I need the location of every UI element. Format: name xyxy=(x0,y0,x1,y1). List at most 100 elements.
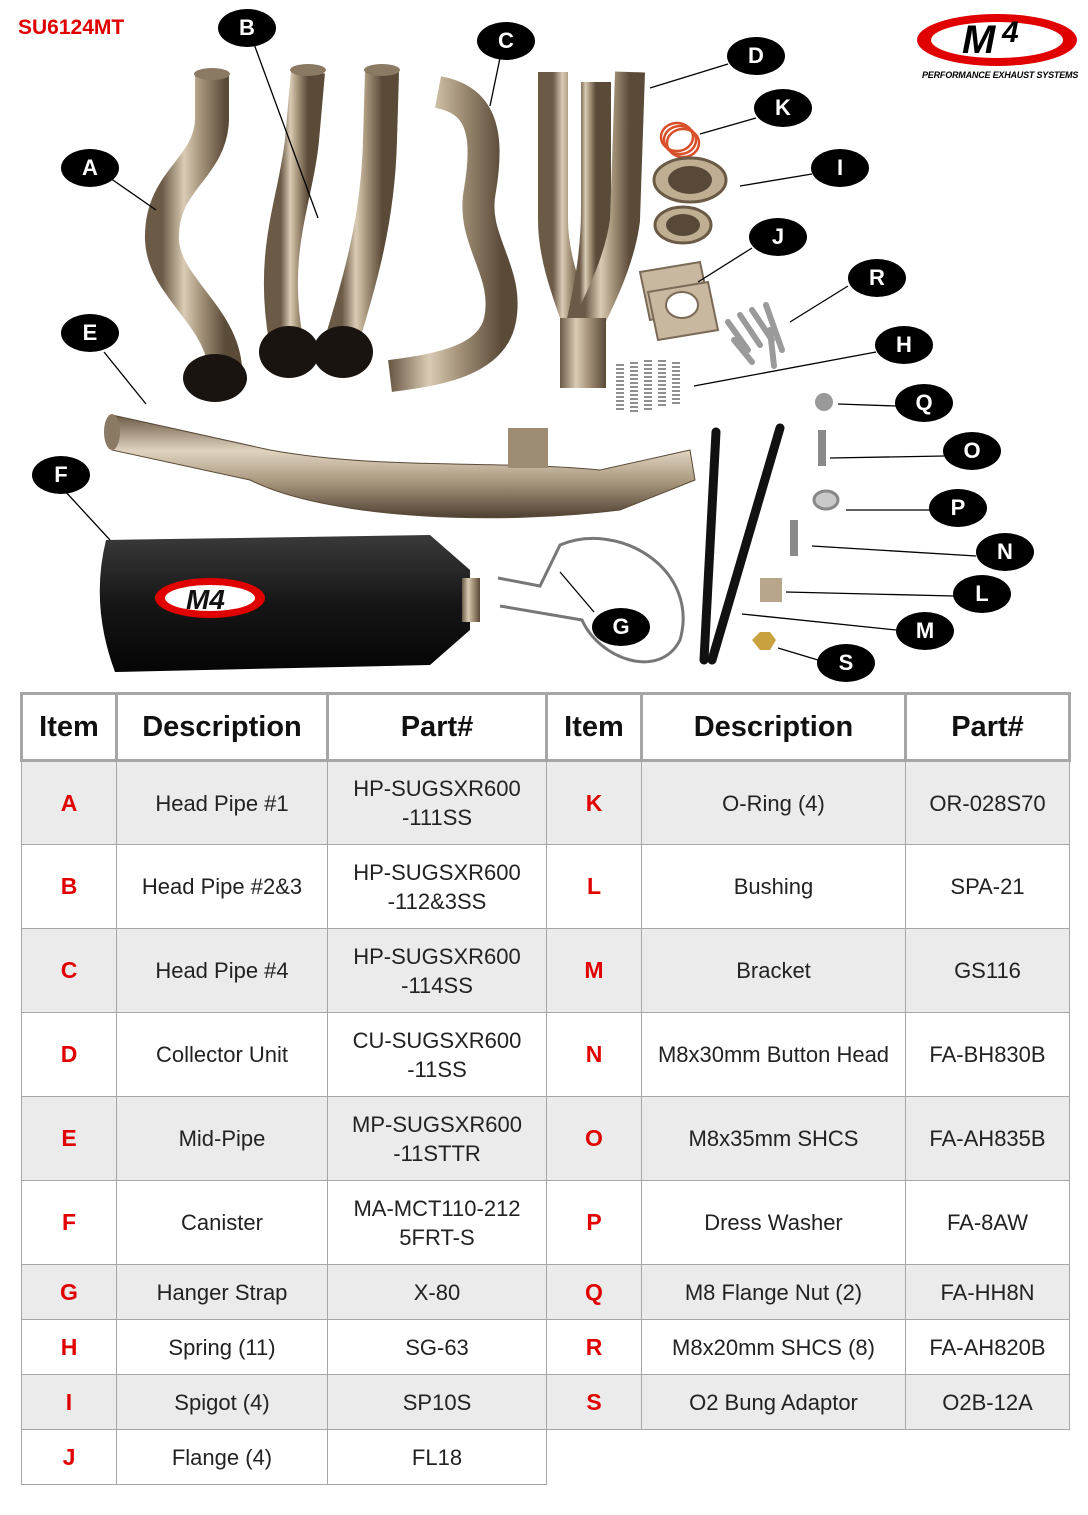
callout-i: I xyxy=(811,149,869,187)
parts-table-left: Item Description Part# A Head Pipe #1 HP… xyxy=(20,692,548,1485)
item-part-number: SP10S xyxy=(327,1374,547,1430)
item-part-number: FA-AH820B xyxy=(905,1319,1070,1375)
head-pipe-4 xyxy=(388,76,518,392)
item-description: Bushing xyxy=(641,844,906,929)
spigots xyxy=(652,156,728,245)
table-row: E Mid-Pipe MP-SUGSXR600 -11STTR xyxy=(21,1096,547,1181)
item-part-number: HP-SUGSXR600 -112&3SS xyxy=(327,844,547,929)
item-description: M8x30mm Button Head xyxy=(641,1012,906,1097)
table-row: F Canister MA-MCT110-212 5FRT-S xyxy=(21,1180,547,1265)
item-letter: E xyxy=(21,1096,117,1181)
item-part-number: HP-SUGSXR600 -111SS xyxy=(327,760,547,845)
item-letter: S xyxy=(546,1374,642,1430)
item-part-number: FA-HH8N xyxy=(905,1264,1070,1320)
item-description: M8x35mm SHCS xyxy=(641,1096,906,1181)
item-description: Dress Washer xyxy=(641,1180,906,1265)
item-part-number: OR-028S70 xyxy=(905,760,1070,845)
head-pipe-2-3 xyxy=(263,70,399,345)
hanger-strap xyxy=(497,536,685,664)
item-part-number: SG-63 xyxy=(327,1319,547,1375)
item-description: Head Pipe #4 xyxy=(116,928,328,1013)
parts-photo: M4 xyxy=(63,43,977,672)
item-letter: R xyxy=(546,1319,642,1375)
document-code: SU6124MT xyxy=(18,16,125,39)
callout-d: D xyxy=(727,37,785,75)
item-letter: O xyxy=(546,1096,642,1181)
table-row: R M8x20mm SHCS (8) FA-AH820B xyxy=(546,1319,1070,1375)
item-part-number: FA-BH830B xyxy=(905,1012,1070,1097)
item-part-number: FA-AH835B xyxy=(905,1096,1070,1181)
callout-j: J xyxy=(749,218,807,256)
item-description: Bracket xyxy=(641,928,906,1013)
table-row: S O2 Bung Adaptor O2B-12A xyxy=(546,1374,1070,1430)
dress-washer xyxy=(812,489,840,511)
table-row: P Dress Washer FA-8AW xyxy=(546,1180,1070,1265)
item-description: Hanger Strap xyxy=(116,1264,328,1320)
item-description: Mid-Pipe xyxy=(116,1096,328,1181)
callout-b: B xyxy=(218,9,276,47)
table-row: C Head Pipe #4 HP-SUGSXR600 -114SS xyxy=(21,928,547,1013)
parts-table-right: Item Description Part# K O-Ring (4) OR-0… xyxy=(545,692,1071,1430)
callout-h: H xyxy=(875,326,933,364)
column-header-item: Item xyxy=(545,692,643,762)
springs xyxy=(616,360,680,412)
item-part-number: MA-MCT110-212 5FRT-S xyxy=(327,1180,547,1265)
item-part-number: FL18 xyxy=(327,1429,547,1485)
button-head-bolts xyxy=(790,520,798,556)
item-part-number: FA-8AW xyxy=(905,1180,1070,1265)
flanges xyxy=(638,260,720,342)
m4-logo: M 4 xyxy=(917,14,1077,66)
item-description: M8 Flange Nut (2) xyxy=(641,1264,906,1320)
callout-c: C xyxy=(477,22,535,60)
item-description: Flange (4) xyxy=(116,1429,328,1485)
table-row: Q M8 Flange Nut (2) FA-HH8N xyxy=(546,1264,1070,1320)
table-row: M Bracket GS116 xyxy=(546,928,1070,1013)
item-letter: K xyxy=(546,760,642,845)
table-row: K O-Ring (4) OR-028S70 xyxy=(546,760,1070,845)
item-letter: D xyxy=(21,1012,117,1097)
item-part-number: X-80 xyxy=(327,1264,547,1320)
column-header-part: Part# xyxy=(904,692,1071,762)
collector-unit xyxy=(538,71,645,337)
callout-p: P xyxy=(929,489,987,527)
item-letter: C xyxy=(21,928,117,1013)
item-description: Head Pipe #2&3 xyxy=(116,844,328,929)
callout-e: E xyxy=(61,314,119,352)
callout-r: R xyxy=(848,259,906,297)
item-letter: P xyxy=(546,1180,642,1265)
item-letter: G xyxy=(21,1264,117,1320)
item-part-number: SPA-21 xyxy=(905,844,1070,929)
column-header-description: Description xyxy=(640,692,907,762)
callout-f: F xyxy=(32,456,90,494)
callout-k: K xyxy=(754,89,812,127)
canister xyxy=(99,535,470,672)
item-description: Collector Unit xyxy=(116,1012,328,1097)
table-row: J Flange (4) FL18 xyxy=(21,1429,547,1485)
table-row: N M8x30mm Button Head FA-BH830B xyxy=(546,1012,1070,1097)
item-description: M8x20mm SHCS (8) xyxy=(641,1319,906,1375)
item-letter: M xyxy=(546,928,642,1013)
bracket xyxy=(699,423,785,665)
item-letter: B xyxy=(21,844,117,929)
item-letter: I xyxy=(21,1374,117,1430)
item-description: Canister xyxy=(116,1180,328,1265)
callout-q: Q xyxy=(895,384,953,422)
column-header-description: Description xyxy=(115,692,329,762)
item-letter: Q xyxy=(546,1264,642,1320)
table-row: G Hanger Strap X-80 xyxy=(21,1264,547,1320)
item-letter: J xyxy=(21,1429,117,1485)
o-rings xyxy=(659,121,701,159)
table-row: B Head Pipe #2&3 HP-SUGSXR600 -112&3SS xyxy=(21,844,547,929)
o2-bung xyxy=(752,632,776,650)
callout-a: A xyxy=(61,149,119,187)
table-row: I Spigot (4) SP10S xyxy=(21,1374,547,1430)
shcs-bolt xyxy=(818,430,826,466)
table-row: D Collector Unit CU-SUGSXR600 -11SS xyxy=(21,1012,547,1097)
head-pipe-1 xyxy=(145,75,243,382)
item-part-number: CU-SUGSXR600 -11SS xyxy=(327,1012,547,1097)
callout-g: G xyxy=(592,608,650,646)
item-description: Spring (11) xyxy=(116,1319,328,1375)
bushing xyxy=(760,578,782,602)
item-letter: A xyxy=(21,760,117,845)
callout-m: M xyxy=(896,612,954,650)
